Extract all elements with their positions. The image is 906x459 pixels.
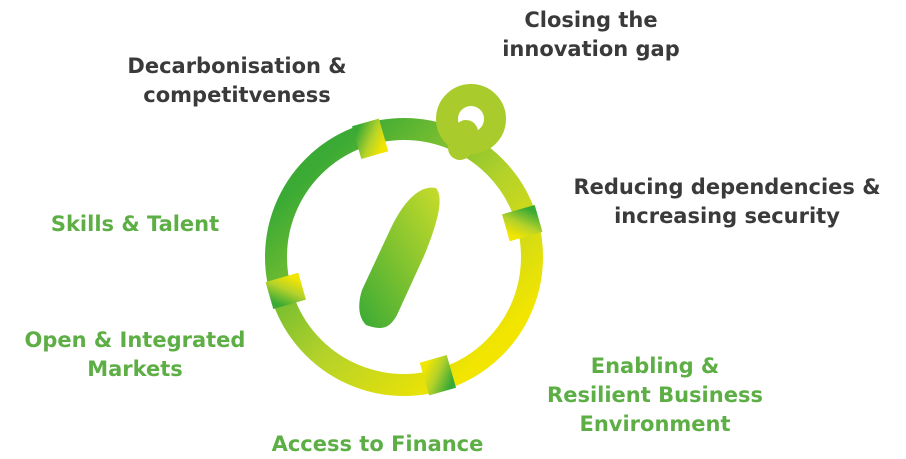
label-business: Enabling & Resilient Business Environmen… [547,354,763,436]
label-skills: Skills & Talent [50,212,220,236]
compass-ring [265,118,543,396]
compass-loop [436,84,506,160]
label-markets: Open & Integrated Markets [24,328,246,381]
label-dependencies: Reducing dependencies & increasing secur… [573,175,881,228]
label-finance: Access to Finance [271,432,484,456]
compass-ticks [265,118,543,396]
compass-needle [359,187,440,328]
label-decarbonisation: Decarbonisation & competitveness [127,54,347,107]
label-innovation: Closing the innovation gap [502,8,680,61]
